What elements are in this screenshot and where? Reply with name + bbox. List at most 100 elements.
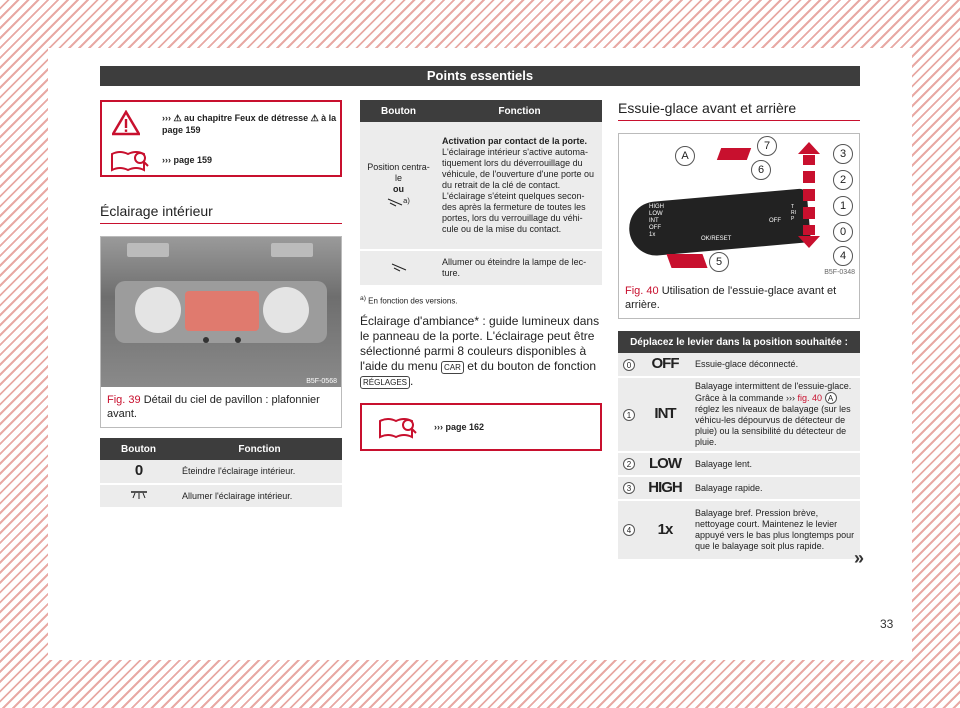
int-icon: INT [654, 405, 676, 422]
single-wipe-icon: 1x [657, 520, 674, 538]
lever-label: TRIP [791, 204, 796, 222]
table-cell: Balayage lent. [690, 452, 860, 477]
table-cell: L'éclairage intérieur s'active automa-ti… [442, 147, 595, 234]
off-icon: OFF [651, 355, 680, 372]
table-row: 3 HIGH Balayage rapide. [618, 476, 860, 501]
lever-label: 1x [649, 232, 656, 238]
footnote-mark: a) [360, 295, 366, 302]
fig-label: Fig. 39 [107, 394, 141, 406]
book-icon [379, 417, 417, 439]
continue-mark: » [853, 548, 864, 568]
lever-label: LOW [649, 211, 663, 217]
fig-code: B5F-0568 [306, 378, 337, 385]
car-key: CAR [441, 360, 464, 374]
table-header: Déplacez le levier dans la position souh… [618, 331, 860, 353]
warning-text[interactable]: ››› ⚠ au chapitre Feux de détresse ⚠ à l… [162, 113, 337, 135]
footnote-ref: a) [403, 195, 410, 205]
table-cell: Balayage intermittent de l'essuie-glace.… [690, 377, 860, 453]
table-cell: Éteindre l'éclairage intérieur. [177, 460, 342, 485]
zero-icon: 0 [134, 462, 143, 479]
col-header: Fonction [437, 100, 602, 122]
col-header: Fonction [177, 438, 342, 460]
table-row: 0 Éteindre l'éclairage intérieur. [100, 460, 342, 485]
reading-lamp-icon [391, 263, 406, 271]
callout-6: 6 [751, 160, 771, 180]
position-number: 2 [623, 458, 635, 470]
table-cell: Allumer ou éteindre la lampe de lec-ture… [437, 250, 602, 287]
cell-text: Balayage intermittent de l'essuie-glace.… [695, 381, 852, 403]
button-position-text: Position centra-le [367, 161, 430, 183]
page-header: Points essentiels [100, 66, 860, 86]
table-row: 2 LOW Balayage lent. [618, 452, 860, 477]
col-header: Bouton [360, 100, 437, 122]
row-title: Activation par contact de la porte. [442, 136, 588, 146]
position-number: 0 [623, 358, 635, 371]
callout-A: A [675, 146, 695, 166]
table-row: 1 INT Balayage intermittent de l'essuie-gl… [618, 377, 860, 453]
position-number: 3 [623, 482, 635, 494]
door-lamp-icon [387, 198, 403, 206]
high-icon: HIGH [648, 478, 682, 496]
lever-position-arrows [798, 142, 820, 262]
warning-page-ref[interactable]: ››› page 159 [162, 155, 213, 165]
callout-ref-A: A [824, 392, 837, 404]
table-cell: Balayage rapide. [690, 476, 860, 501]
table-cell: Essuie-glace déconnecté. [690, 353, 860, 378]
low-icon: LOW [649, 454, 682, 472]
callout-4: 4 [833, 246, 853, 266]
book-icon [111, 151, 149, 172]
lever-label: INT [649, 218, 659, 224]
col-header: Bouton [100, 438, 177, 460]
cell-text: réglez les niveaux de balayage (sur les … [695, 404, 851, 447]
table-row: Allumer ou éteindre la lampe de lec-ture… [360, 250, 602, 287]
position-number: 4 [623, 524, 635, 536]
lamp-icon [130, 490, 147, 499]
table-row: 0 OFF Essuie-glace déconnecté. [618, 353, 860, 378]
fig-ref-link[interactable]: fig. 40 [797, 393, 823, 403]
warning-box: ››› ⚠ au chapitre Feux de détresse ⚠ à l… [100, 100, 342, 177]
warning-icon [112, 110, 140, 136]
position-number: 1 [623, 408, 635, 421]
footnote-text: En fonction des versions. [368, 296, 458, 306]
settings-key: RÉGLAGES [360, 375, 411, 389]
fig-code: B5F-0348 [824, 269, 855, 276]
ambient-text: Éclairage d'ambiance* : guide lumineux d… [360, 314, 602, 389]
lever-label: OK/RESET [701, 236, 732, 242]
column-left: ››› ⚠ au chapitre Feux de détresse ⚠ à l… [100, 100, 342, 509]
body-text: Éclairage d'ambiance* : guide lumineux d… [360, 313, 600, 373]
lever-pull-arrow [716, 148, 752, 160]
interior-section-title: Éclairage intérieur [100, 203, 342, 224]
lever-label: HIGH [649, 204, 664, 210]
page-ref-link[interactable]: ››› page 162 [434, 421, 485, 432]
table-row: Allumer l'éclairage intérieur. [100, 484, 342, 509]
page-number: 33 [880, 617, 894, 631]
or-text: ou [393, 183, 404, 194]
wiper-table: Déplacez le levier dans la position souh… [618, 331, 860, 561]
figure-39: B5F-0568 Fig. 39 Détail du ciel de pavil… [100, 236, 342, 428]
table-row: 4 1x Balayage bref. Pression brève, nettoy… [618, 500, 860, 561]
callout-2: 2 [833, 170, 853, 190]
lever-label: OFF [769, 218, 781, 224]
footnote: a) En fonction des versions. [360, 295, 602, 306]
fig-label: Fig. 40 [625, 285, 659, 297]
callout-5: 5 [709, 252, 729, 272]
table-cell: Allumer l'éclairage intérieur. [177, 484, 342, 509]
body-text: . [410, 373, 414, 388]
wiper-section-title: Essuie-glace avant et arrière [618, 100, 860, 121]
callout-7: 7 [757, 136, 777, 156]
fig-caption: Détail du ciel de pavillon : plafonnier … [107, 394, 320, 420]
fig-caption: Utilisation de l'essuie-glace avant et a… [625, 285, 837, 311]
table-cell: Balayage bref. Pression brève, nettoyage… [690, 500, 860, 561]
roof-light-photo: B5F-0568 [101, 237, 341, 387]
callout-1: 1 [833, 196, 853, 216]
lever-push-arrow [666, 254, 708, 268]
lever-label: OFF [649, 225, 661, 231]
